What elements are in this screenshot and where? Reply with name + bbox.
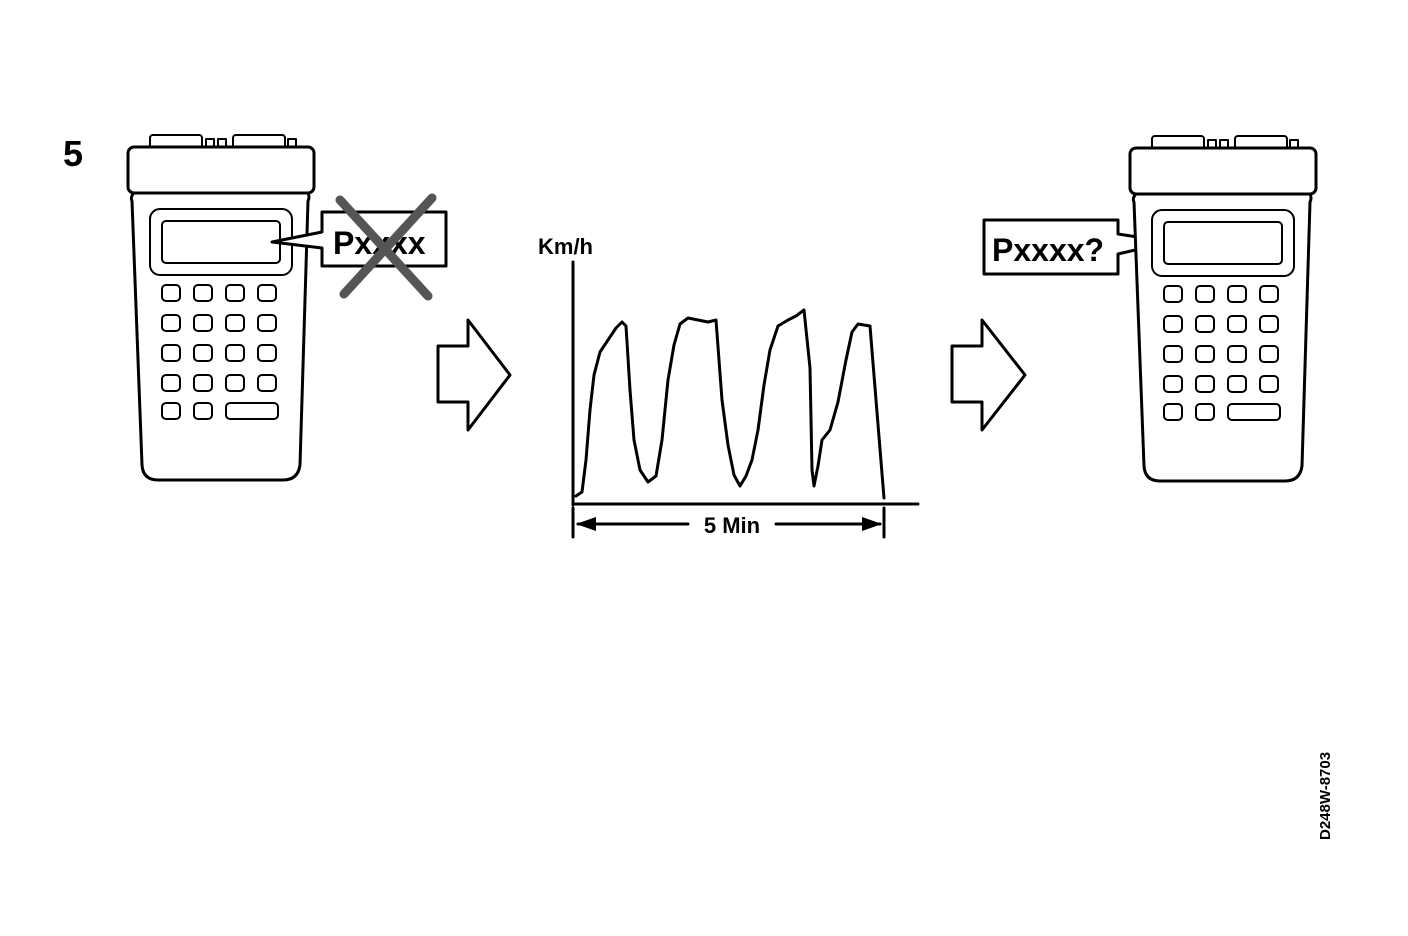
left-callout: Pxxxx bbox=[270, 193, 448, 301]
duration-arrowhead-right bbox=[862, 517, 882, 531]
speed-trace bbox=[574, 308, 886, 500]
figure-id: D248W-8703 bbox=[1317, 752, 1334, 840]
left-scan-tool-icon bbox=[126, 134, 316, 482]
speed-graph: Km/h 5 Min bbox=[538, 234, 920, 539]
right-arrow-icon bbox=[436, 318, 512, 432]
step-number: 5 bbox=[63, 133, 83, 174]
cross-out-icon bbox=[335, 193, 437, 301]
graph-ylabel: Km/h bbox=[538, 234, 593, 259]
right-scan-tool-icon bbox=[1128, 135, 1318, 483]
right-callout-text: Pxxxx? bbox=[992, 232, 1104, 268]
duration-label: 5 Min bbox=[704, 513, 760, 538]
right-arrow-icon bbox=[950, 318, 1027, 432]
duration-arrowhead-left bbox=[576, 517, 596, 531]
